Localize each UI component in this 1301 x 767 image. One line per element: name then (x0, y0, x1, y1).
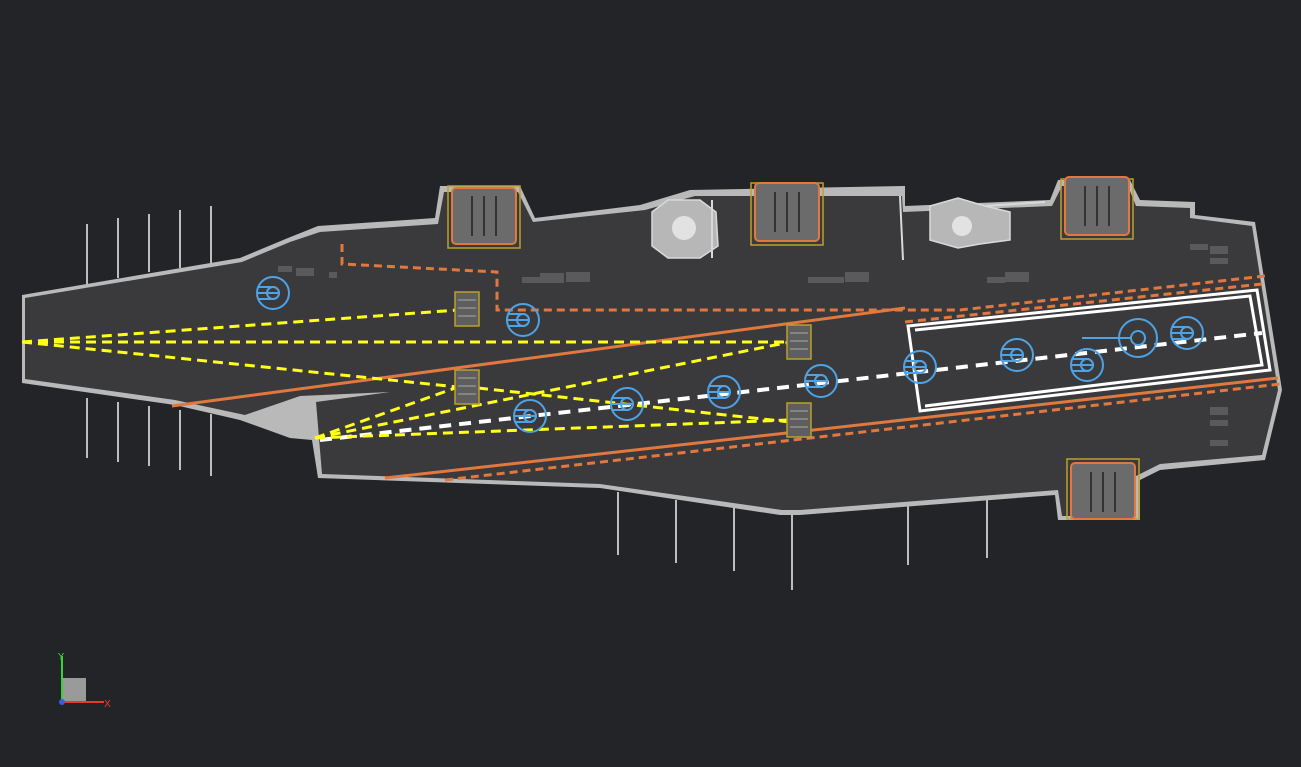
aircraft-marker[interactable] (513, 399, 547, 433)
blast-deflector (786, 324, 812, 360)
blast-deflector (454, 369, 480, 405)
island-superstructure[interactable] (651, 195, 1046, 261)
axis-triad: Y X (57, 652, 111, 710)
antenna-masts-starboard-forward (86, 398, 212, 476)
elevator[interactable] (447, 185, 521, 249)
aircraft-marker[interactable] (1000, 338, 1034, 372)
aircraft-marker[interactable] (804, 364, 838, 398)
antenna-masts-starboard-aft (617, 492, 988, 590)
blast-deflector (786, 402, 812, 438)
deck-equipment (278, 244, 1228, 446)
aircraft-elevators (447, 176, 1140, 520)
aircraft-marker[interactable] (506, 303, 540, 337)
catapult-lines-yellow (21, 308, 791, 440)
aircraft-marker-large[interactable] (1082, 318, 1158, 358)
blast-deflector (454, 291, 480, 327)
elevator[interactable] (1060, 176, 1134, 240)
antenna-masts-port-forward (86, 206, 212, 284)
aircraft-marker[interactable] (1170, 316, 1204, 350)
aircraft-marker[interactable] (707, 375, 741, 409)
view-cube[interactable] (62, 678, 86, 702)
elevator[interactable] (750, 182, 824, 246)
aircraft-marker[interactable] (256, 276, 290, 310)
x-axis-label: X (104, 699, 111, 710)
aircraft-marker[interactable] (903, 350, 937, 384)
aircraft-marker[interactable] (610, 387, 644, 421)
deck-markings-orange (171, 244, 1281, 482)
y-axis-label: Y (57, 652, 65, 663)
blast-deflectors (454, 291, 812, 438)
elevator[interactable] (1066, 458, 1140, 520)
aircraft-marker[interactable] (1070, 348, 1104, 382)
aircraft-markers (256, 276, 1204, 433)
z-axis-point (59, 699, 65, 705)
